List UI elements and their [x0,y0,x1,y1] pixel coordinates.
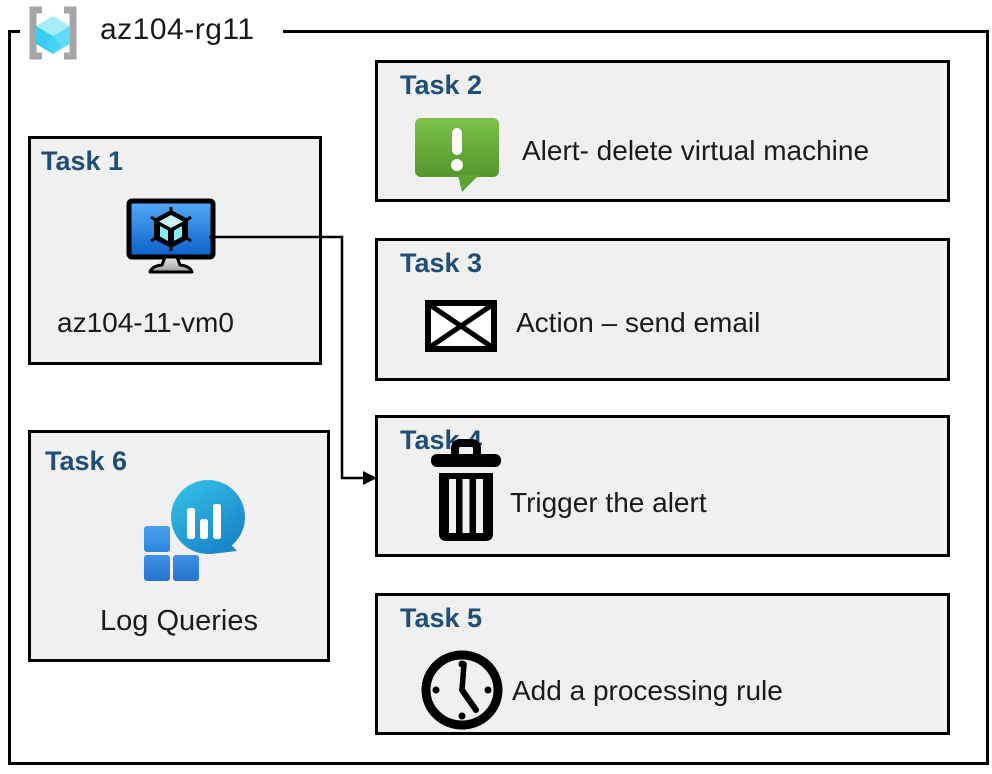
task-6-title: Task 6 [45,446,128,476]
task-4-description: Trigger the alert [510,487,707,518]
resource-group-header-background [20,26,283,37]
task-2-description: Alert- delete virtual machine [522,135,870,166]
alert-icon [415,118,499,192]
task-3-title: Task 3 [400,248,483,278]
task-5-title: Task 5 [400,603,483,633]
log-analytics-icon [144,480,245,581]
resource-group-name: az104-rg11 [100,13,255,46]
task-2-title: Task 2 [400,70,483,100]
task-3-box: Task 3 Action – send email [375,238,950,381]
email-icon [425,300,497,352]
vm-cube-glyph [150,207,192,251]
task-2-box: Task 2 Alert- delete virtual machine [375,60,950,202]
task-6-box: Task 6 Log Queries [28,430,330,662]
task-5-description: Add a processing rule [512,675,783,706]
trash-icon [431,439,501,541]
task-1-box: Task 1 [28,136,322,365]
task-5-box: Task 5 Add a processing rule [375,593,950,735]
task-3-description: Action – send email [516,307,761,338]
resource-group-icon [29,6,77,60]
clock-icon [421,650,503,730]
virtual-machine-icon [126,198,216,274]
task-4-box: Task 4 Trigger the alert [375,415,950,557]
task-1-title: Task 1 [41,146,124,176]
resource-group-container [8,30,989,765]
vm-name-label: az104-11-vm0 [57,307,234,338]
log-queries-label: Log Queries [100,605,258,637]
